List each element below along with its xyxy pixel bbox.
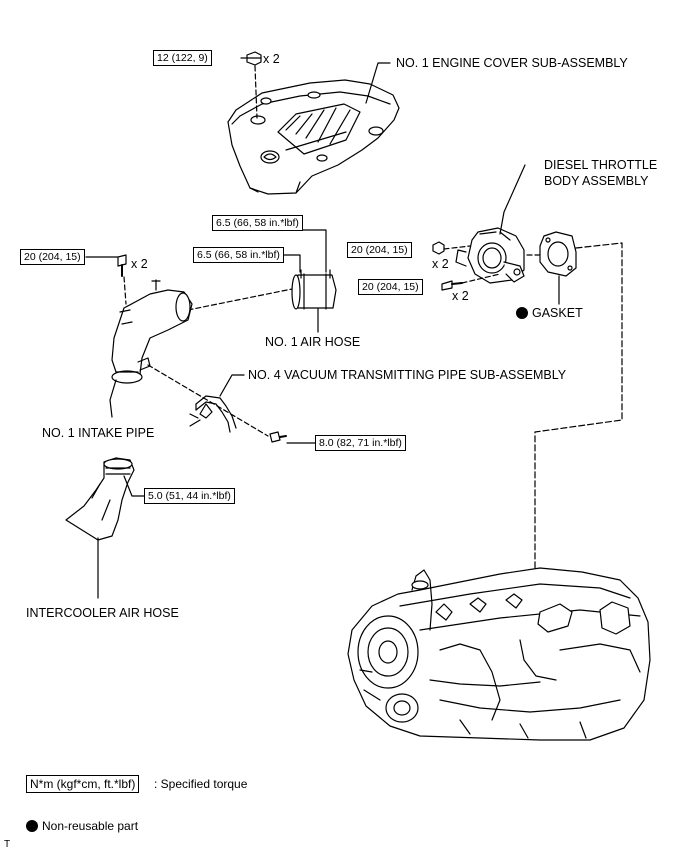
vacuum-pipe-drawing — [189, 395, 237, 433]
throttle-nut-quantity: x 2 — [432, 257, 449, 271]
vacuum-pipe-label: NO. 4 VACUUM TRANSMITTING PIPE SUB-ASSEM… — [248, 368, 567, 382]
throttle-bolt-quantity: x 2 — [452, 289, 469, 303]
throttle-bolt-drawing — [441, 280, 463, 291]
cover-nut-torque: 12 (122, 9) — [153, 50, 212, 66]
throttle-bolt-leader — [461, 273, 501, 284]
throttle-bolt-torque: 20 (204, 15) — [358, 279, 423, 295]
air-hose-clamp-upper-leader — [282, 229, 327, 273]
cover-nut-quantity: x 2 — [263, 52, 280, 66]
non-reusable-gasket-icon — [516, 307, 528, 319]
air-hose-drawing — [291, 269, 337, 310]
engine-cover-drawing — [227, 79, 400, 195]
throttle-body-label-line2: BODY ASSEMBLY — [544, 174, 649, 188]
intercooler-hose-drawing — [65, 457, 135, 541]
throttle-body-leader — [499, 164, 526, 235]
engine-cover-leader — [365, 62, 391, 104]
non-reusable-legend-text: Non-reusable part — [42, 819, 139, 833]
intake-pipe-label-leader — [109, 379, 117, 418]
throttle-body-label-line1: DIESEL THROTTLE — [544, 158, 658, 172]
intake-pipe-drawing — [111, 279, 193, 384]
intake-bolt-quantity: x 2 — [131, 257, 148, 271]
intake-bolt-leader — [123, 276, 127, 305]
engine-block-drawing — [347, 567, 651, 741]
throttle-nut-leader — [443, 245, 471, 250]
clamp-upper-torque: 6.5 (66, 58 in.*lbf) — [212, 215, 303, 231]
cover-nut-drawing — [246, 51, 262, 66]
engine-cover-label: NO. 1 ENGINE COVER SUB-ASSEMBLY — [396, 56, 628, 70]
vacuum-bolt-torque: 8.0 (82, 71 in.*lbf) — [315, 435, 406, 451]
throttle-nut-torque: 20 (204, 15) — [347, 242, 412, 258]
gasket-label: GASKET — [532, 306, 583, 320]
vacuum-bolt-drawing — [269, 431, 287, 443]
torque-legend-text: : Specified torque — [154, 777, 248, 791]
intake-pipe-label: NO. 1 INTAKE PIPE — [42, 426, 155, 440]
clamp-lower-torque: 6.5 (66, 58 in.*lbf) — [193, 247, 284, 263]
intercooler-hose-label: INTERCOOLER AIR HOSE — [26, 606, 179, 620]
vacuum-pipe-label-leader — [219, 374, 245, 397]
intercooler-clamp-torque: 5.0 (51, 44 in.*lbf) — [144, 488, 235, 504]
intake-bolt-torque: 20 (204, 15) — [20, 249, 85, 265]
cover-nut-leader — [254, 65, 258, 119]
gasket-to-engine-leader — [534, 242, 623, 628]
vacuum-bolt-leader — [147, 364, 269, 437]
throttle-nut-drawing — [432, 241, 445, 255]
air-hose-label: NO. 1 AIR HOSE — [265, 335, 361, 349]
pipe-to-air-hose-leader — [187, 288, 293, 311]
gasket-drawing — [539, 231, 577, 277]
non-reusable-legend-icon — [26, 820, 38, 832]
intake-bolt-drawing — [117, 254, 127, 277]
corner-mark: T — [4, 839, 11, 850]
torque-unit-legend-box: N*m (kgf*cm, ft.*lbf) — [26, 775, 140, 793]
air-hose-clamp-lower-leader — [282, 254, 301, 273]
intercooler-clamp-leader — [123, 475, 145, 497]
throttle-body-drawing — [455, 227, 525, 284]
